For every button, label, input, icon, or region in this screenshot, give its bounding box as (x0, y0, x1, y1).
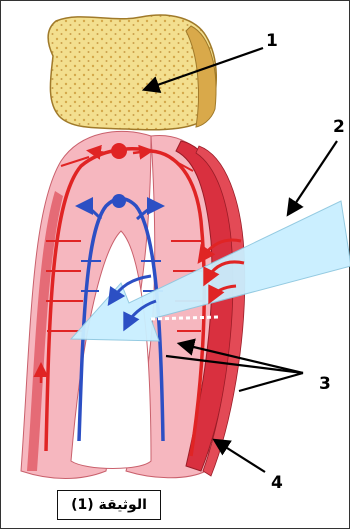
vein-node (112, 194, 126, 208)
label-3: 3 (319, 376, 331, 393)
label-2: 2 (333, 119, 345, 136)
label-1: 1 (266, 33, 278, 50)
leader-4 (216, 441, 265, 472)
leader-2 (289, 141, 337, 213)
leader-3b (239, 373, 303, 391)
figure-caption: الوثيقة (1) (57, 490, 161, 520)
label-4: 4 (271, 475, 283, 492)
artery-node (111, 143, 127, 159)
